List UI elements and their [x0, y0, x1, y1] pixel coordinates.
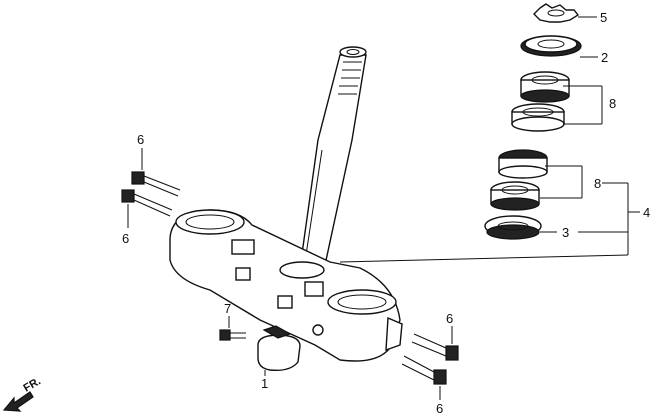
label-6-b: 6: [122, 231, 129, 246]
steering-stem: [299, 46, 367, 269]
part-7-bolt: [219, 316, 246, 341]
label-6-d: 6: [436, 401, 443, 416]
part-5-lock-nut: [533, 3, 597, 23]
label-1: 1: [261, 376, 268, 391]
label-6-c: 6: [446, 311, 453, 326]
label-7: 7: [224, 301, 231, 316]
label-5: 5: [600, 10, 607, 25]
part-6-bolt-lower-b: [401, 355, 447, 400]
part-2-seal: [520, 35, 598, 58]
part-6-bolt-lower-a: [411, 326, 459, 361]
label-3: 3: [562, 225, 569, 240]
part-4-bracket: [339, 182, 640, 263]
part-8-upper-bearing: [511, 71, 603, 132]
part-3-lower-seal: [484, 215, 557, 240]
front-label: FR.: [22, 375, 43, 394]
label-2: 2: [601, 50, 608, 65]
label-4: 4: [643, 205, 650, 220]
part-1-clamp: [257, 325, 301, 376]
part-6-bolt-second: [121, 189, 173, 228]
part-6-bolt-upper: [131, 148, 181, 197]
label-8-upper: 8: [609, 96, 616, 111]
label-8-lower: 8: [594, 176, 601, 191]
callout-labels: 5 2 8 8 4 3 6 6 6 6 7 1: [122, 10, 650, 416]
front-direction-arrow: FR.: [2, 375, 43, 412]
label-6-a: 6: [137, 132, 144, 147]
part-8-lower-bearing: [490, 149, 583, 211]
lower-bracket: [169, 209, 403, 362]
